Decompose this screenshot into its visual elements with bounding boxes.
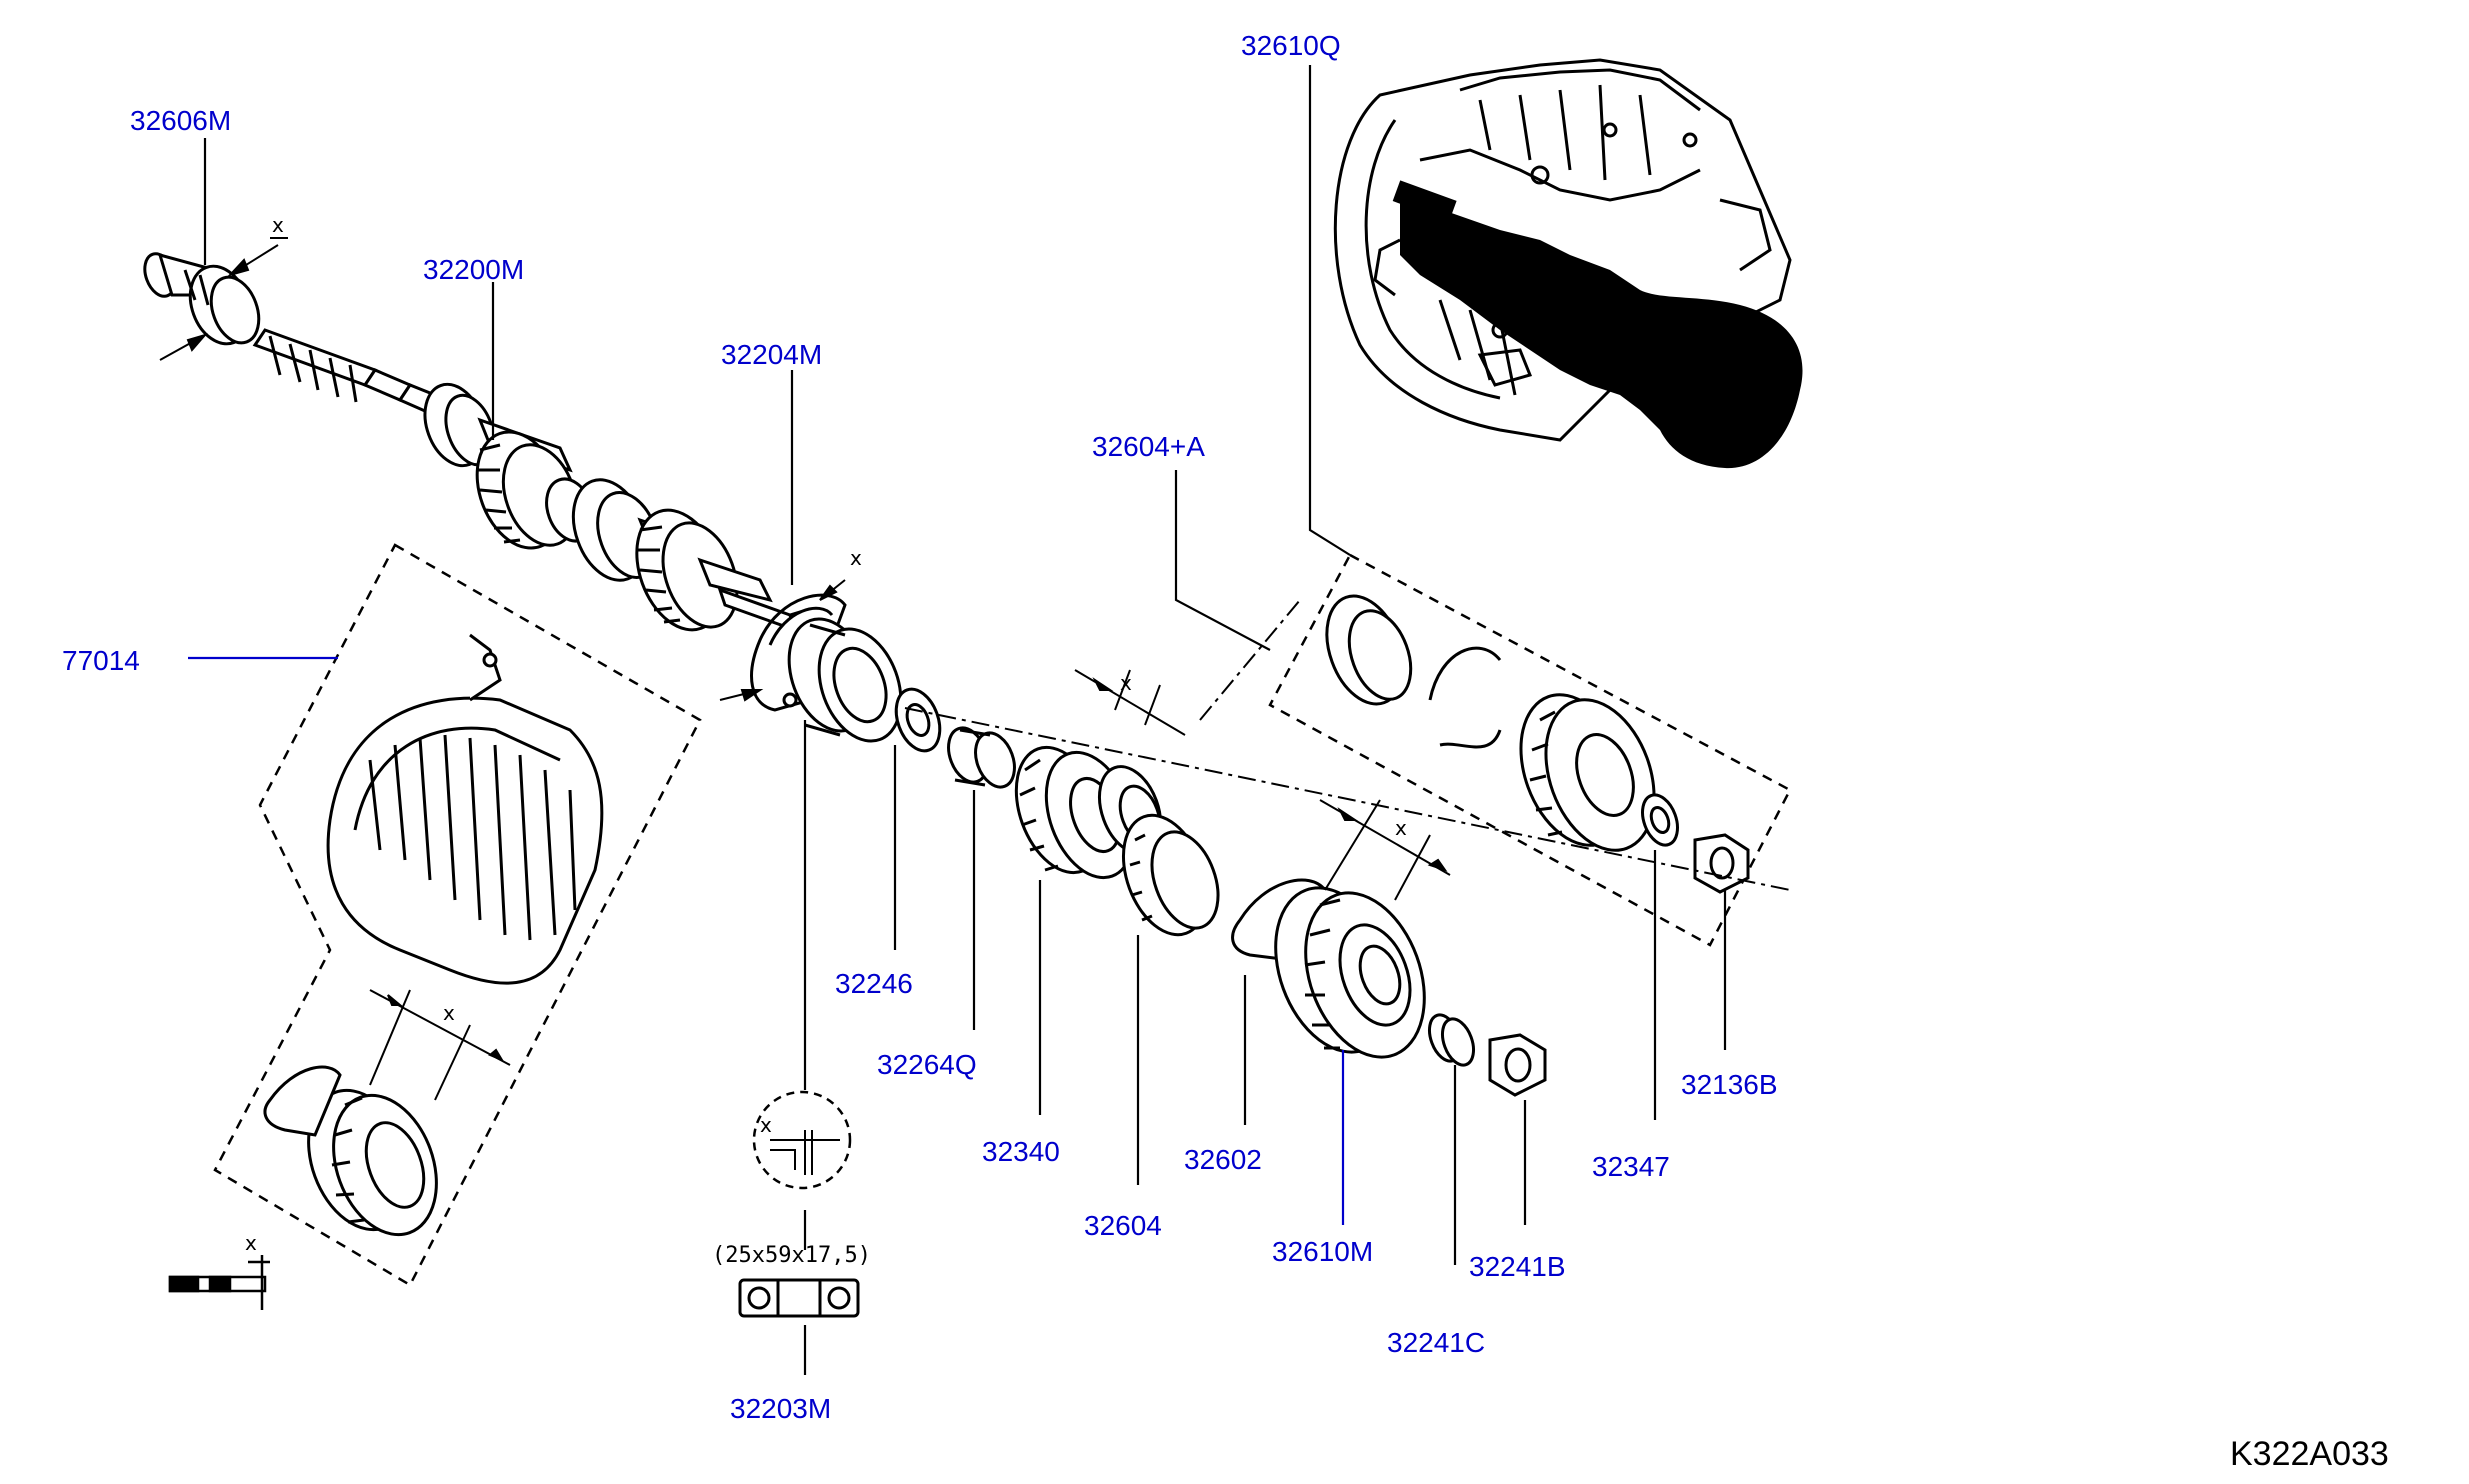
bearing-spec-text: (25x59x17,5)	[712, 1243, 871, 1268]
hub-gear[interactable]	[1501, 680, 1673, 866]
nut-32136b[interactable]	[1695, 835, 1748, 892]
dimension-x-label: x	[760, 1113, 772, 1137]
ball-bearing[interactable]	[774, 608, 915, 753]
dimension-x-label: x	[850, 546, 862, 570]
shifting-key-lower[interactable]	[265, 1067, 340, 1135]
diagram-id: K322A033	[2230, 1435, 2389, 1473]
callout-32204m[interactable]: 32204M	[721, 339, 823, 370]
bearing-detail-marks	[770, 1130, 840, 1175]
callout-32264q[interactable]: 32264Q	[877, 1049, 977, 1080]
group-box-left	[215, 545, 700, 1285]
synchro-ring-32604a[interactable]	[1313, 585, 1422, 714]
dimension-32204m	[720, 580, 845, 700]
bearing-detail-circle	[754, 1092, 850, 1188]
callout-32602[interactable]: 32602	[1184, 1144, 1262, 1175]
callout-32340[interactable]: 32340	[982, 1136, 1060, 1167]
main-shaft[interactable]	[255, 330, 805, 642]
dimension-32606m	[160, 238, 288, 360]
dimension-legend-symbol	[170, 1255, 270, 1310]
dimension-x-label: x	[1120, 671, 1132, 695]
transmission-input-shaft	[1392, 180, 1803, 469]
callout-32604[interactable]: 32604	[1084, 1210, 1162, 1241]
washer-32347[interactable]	[1636, 790, 1684, 850]
bearing-32606m[interactable]	[139, 250, 267, 353]
callout-77014[interactable]: 77014	[62, 645, 140, 676]
synchro-ring-32604[interactable]	[1108, 804, 1230, 947]
callout-32610q[interactable]: 32610Q	[1241, 30, 1341, 61]
callout-32606m[interactable]: 32606M	[130, 105, 232, 136]
callout-32246[interactable]: 32246	[835, 968, 913, 999]
coupling-sleeve-32610m[interactable]	[1254, 871, 1446, 1073]
callout-32136b[interactable]: 32136B	[1681, 1069, 1778, 1100]
leader-lines-blue	[188, 658, 1343, 1225]
dimension-x-label: x	[272, 213, 284, 237]
dimension-x-label: x	[443, 1001, 455, 1025]
washer-32246[interactable]	[888, 683, 947, 757]
group-box-right	[1270, 555, 1790, 945]
leader-lines	[205, 65, 1725, 1375]
bearing-32203m[interactable]	[740, 1280, 858, 1316]
callout-32241c[interactable]: 32241C	[1387, 1327, 1486, 1358]
callout-32347[interactable]: 32347	[1592, 1151, 1670, 1182]
callout-32200m[interactable]: 32200M	[423, 254, 525, 285]
cover-77014[interactable]	[328, 635, 602, 983]
callout-32610m[interactable]: 32610M	[1272, 1236, 1374, 1267]
dimension-lower	[370, 990, 510, 1100]
coupling-sleeve-lower[interactable]	[290, 1076, 454, 1249]
nut-32241b[interactable]	[1490, 1035, 1545, 1095]
dimension-x-label: x	[1395, 816, 1407, 840]
dimension-x-label: x	[245, 1231, 257, 1255]
lock-washer-32241c[interactable]	[1424, 1011, 1480, 1070]
callout-32241b[interactable]: 32241B	[1469, 1251, 1566, 1282]
callout-32203m[interactable]: 32203M	[730, 1393, 832, 1424]
spring-clip[interactable]	[1430, 648, 1500, 747]
dimension-32340	[1075, 670, 1185, 735]
callout-32604a[interactable]: 32604+A	[1092, 431, 1205, 462]
transmission-assembly[interactable]	[1335, 60, 1790, 440]
dimension-32610m	[1320, 800, 1450, 900]
needle-bearing-32264q[interactable]	[942, 723, 1022, 793]
axis-line	[905, 600, 1790, 890]
